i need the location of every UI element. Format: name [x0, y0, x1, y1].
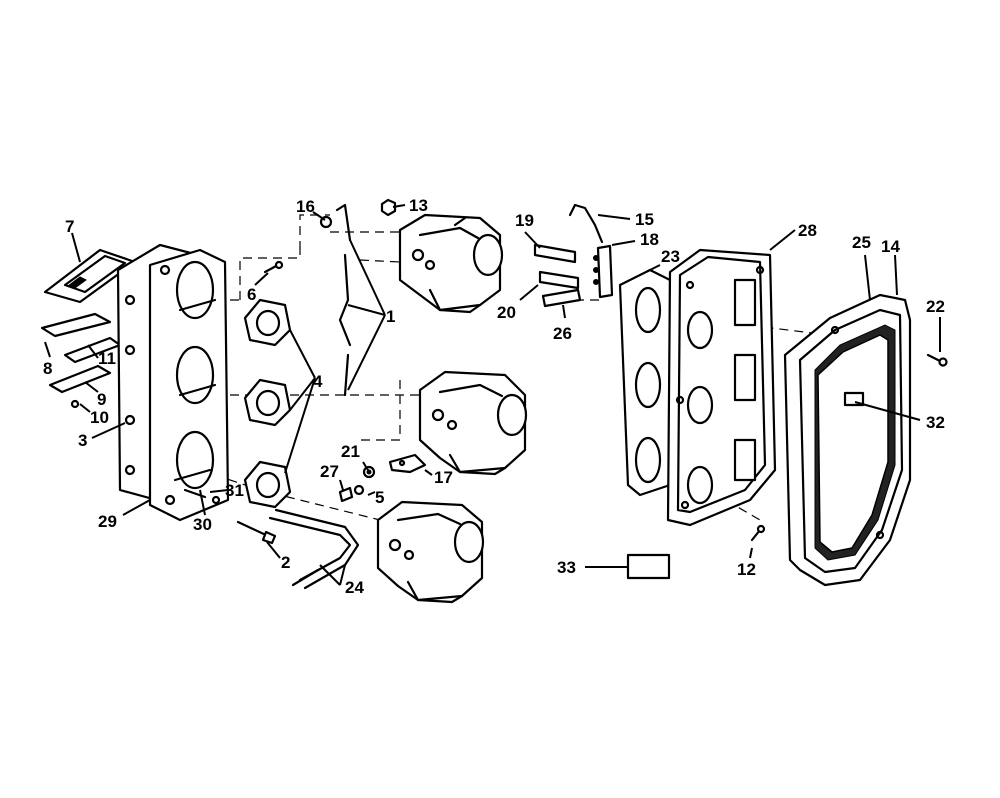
callout-17: 17	[434, 468, 453, 487]
callout-19: 19	[515, 211, 534, 230]
callout-22: 22	[926, 297, 945, 316]
callout-15: 15	[635, 210, 654, 229]
callout-9: 9	[97, 390, 106, 409]
hose-part	[268, 508, 360, 590]
bolt-part	[236, 520, 277, 545]
callout-10: 10	[90, 408, 109, 427]
callout-5: 5	[375, 488, 384, 507]
callout-labels: 1 2 3 4 5 6 7 8 9 10 11 12 13 14 15 16 1…	[43, 196, 945, 597]
callout-20: 20	[497, 303, 516, 322]
screw-bottom-part	[750, 524, 766, 542]
callout-11: 11	[98, 349, 116, 368]
callout-8: 8	[43, 359, 52, 378]
callout-3: 3	[78, 431, 87, 450]
callout-28: 28	[798, 221, 817, 240]
silencer-cover-part	[783, 293, 912, 587]
callout-4: 4	[313, 372, 323, 391]
leader-lines	[44, 204, 941, 586]
callout-27: 27	[320, 462, 339, 481]
callout-31: 31	[225, 481, 244, 500]
silencer-base-part	[666, 248, 777, 527]
linkage-rods-part	[335, 203, 352, 397]
reed-block-part	[43, 248, 137, 304]
small-hardware-part	[338, 465, 376, 503]
gasket-part	[618, 268, 672, 497]
callout-16: 16	[296, 197, 315, 216]
callout-29: 29	[98, 512, 117, 531]
callout-24: 24	[345, 578, 364, 597]
callout-32: 32	[926, 413, 945, 432]
callout-23: 23	[661, 247, 680, 266]
callout-7: 7	[65, 217, 74, 236]
decal-part	[626, 553, 671, 580]
callout-26: 26	[553, 324, 572, 343]
carburetor-top-part	[398, 213, 504, 314]
callout-12: 12	[737, 560, 756, 579]
fuel-fitting-part	[568, 203, 614, 299]
callout-2: 2	[281, 553, 290, 572]
callout-6: 6	[247, 285, 256, 304]
clip-part	[388, 453, 427, 474]
callout-25: 25	[852, 233, 871, 252]
carb-gaskets-part	[243, 298, 292, 509]
carburetor-bottom-part	[376, 500, 485, 604]
intake-manifold-part	[116, 243, 230, 522]
callout-30: 30	[193, 515, 212, 534]
callout-18: 18	[640, 230, 659, 249]
carburetor-middle-part	[418, 370, 528, 476]
screw-part	[263, 260, 284, 274]
fuel-hoses-part	[533, 243, 582, 308]
callout-1: 1	[386, 307, 395, 326]
callout-14: 14	[881, 237, 900, 256]
callout-33: 33	[557, 558, 576, 577]
callout-21: 21	[341, 442, 360, 461]
callout-13: 13	[409, 196, 428, 215]
nut-part	[380, 198, 397, 217]
screw-right-part	[926, 353, 948, 367]
